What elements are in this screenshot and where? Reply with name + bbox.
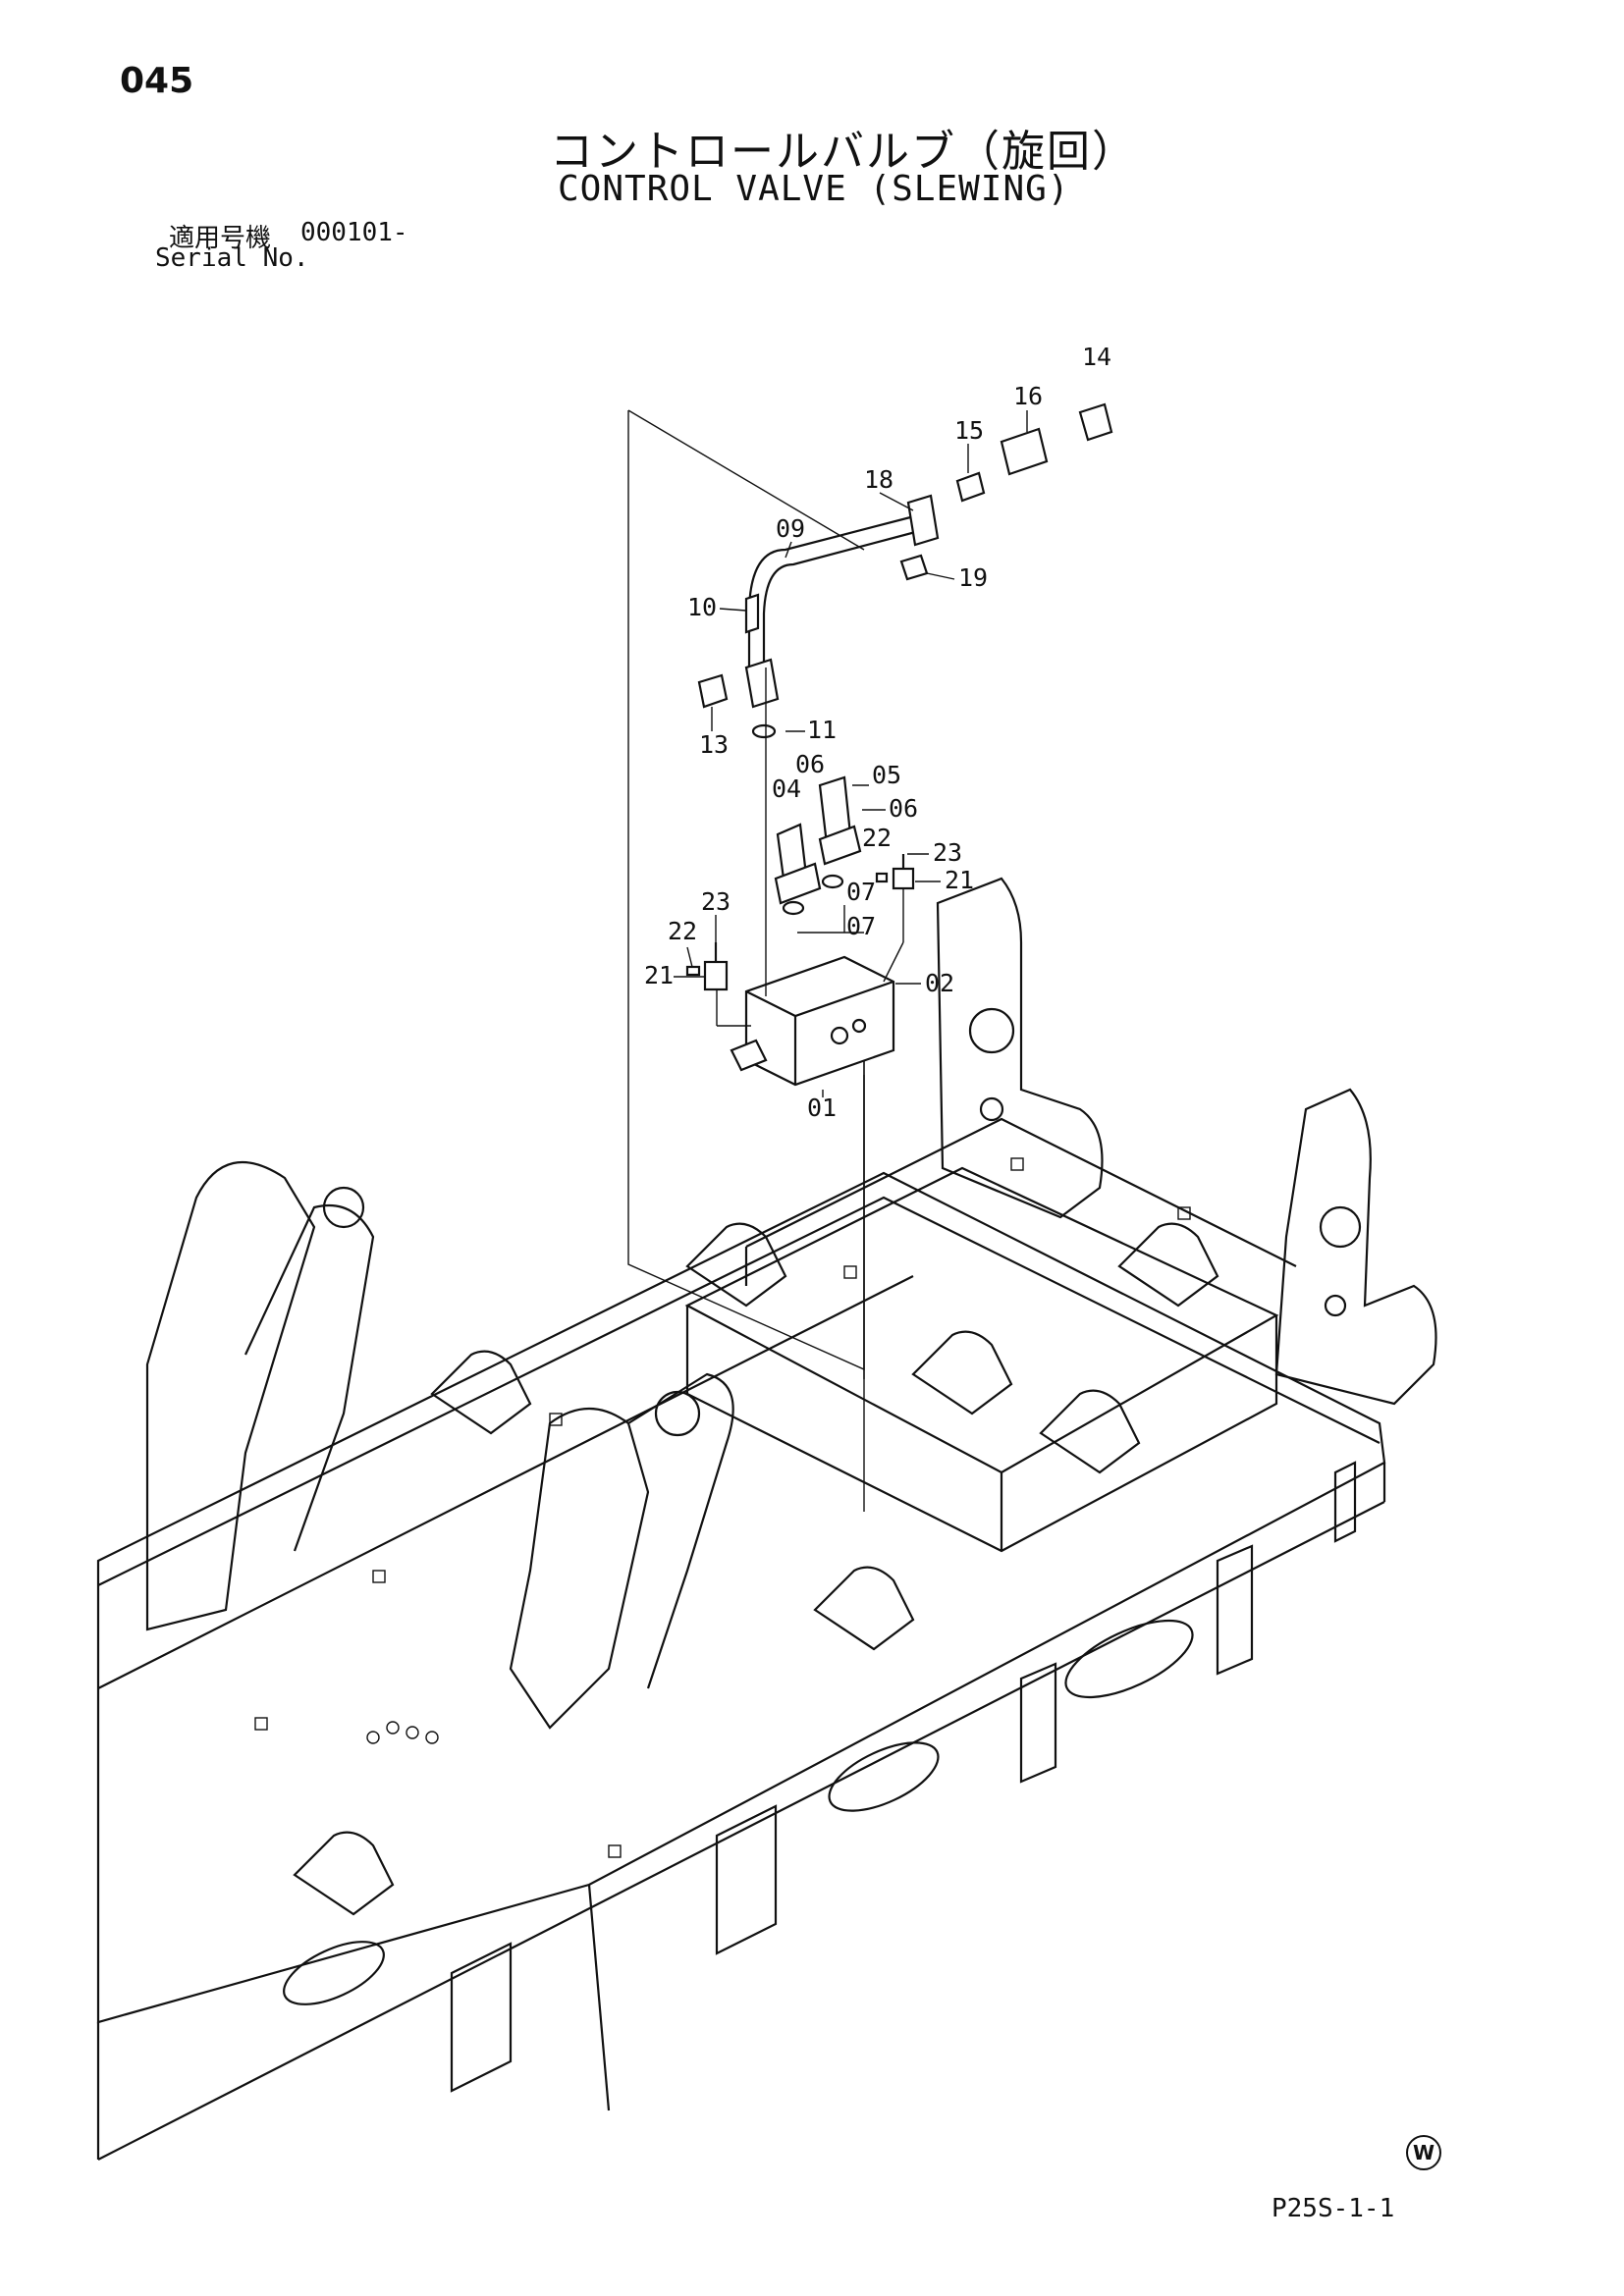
callout-18: 18 — [864, 465, 893, 494]
callout-11: 11 — [807, 716, 837, 744]
revision-mark: W — [1406, 2135, 1441, 2170]
page-title-english: CONTROL VALVE (SLEWING) — [558, 169, 1070, 209]
callout-10: 10 — [687, 593, 717, 621]
machine-frame — [96, 877, 1437, 2161]
serial-range: 000101- — [300, 218, 408, 247]
callout-16: 16 — [1013, 382, 1043, 410]
callout-13: 13 — [699, 730, 729, 759]
callout-07b: 07 — [846, 912, 876, 940]
page-number: 045 — [120, 61, 194, 101]
callout-06a: 06 — [795, 750, 825, 778]
callout-04: 04 — [772, 774, 801, 803]
callout-15: 15 — [954, 416, 984, 445]
control-valve-assembly — [685, 402, 1113, 1379]
callout-23b: 23 — [701, 887, 731, 916]
figure-code: P25S-1-1 — [1272, 2194, 1395, 2223]
callout-22a: 22 — [862, 824, 892, 852]
callout-22b: 22 — [668, 917, 697, 945]
serial-label-english: Serial No. — [155, 243, 309, 273]
callout-labels: 14 16 15 18 09 19 10 13 11 06 05 04 06 2… — [644, 343, 1111, 1122]
callout-05: 05 — [872, 761, 901, 789]
callout-23a: 23 — [933, 838, 962, 867]
callout-07a: 07 — [846, 878, 876, 906]
callout-21b: 21 — [644, 961, 674, 989]
callout-14: 14 — [1082, 343, 1111, 371]
callout-19: 19 — [958, 563, 988, 592]
callout-21a: 21 — [945, 866, 974, 894]
callout-06b: 06 — [889, 794, 918, 823]
callout-09: 09 — [776, 514, 805, 543]
page-title-japanese: コントロールバルブ（旋回） — [550, 127, 1137, 177]
callout-01: 01 — [807, 1094, 837, 1122]
serial-label-japanese: 適用号機 — [169, 224, 272, 253]
callout-02: 02 — [925, 969, 954, 997]
